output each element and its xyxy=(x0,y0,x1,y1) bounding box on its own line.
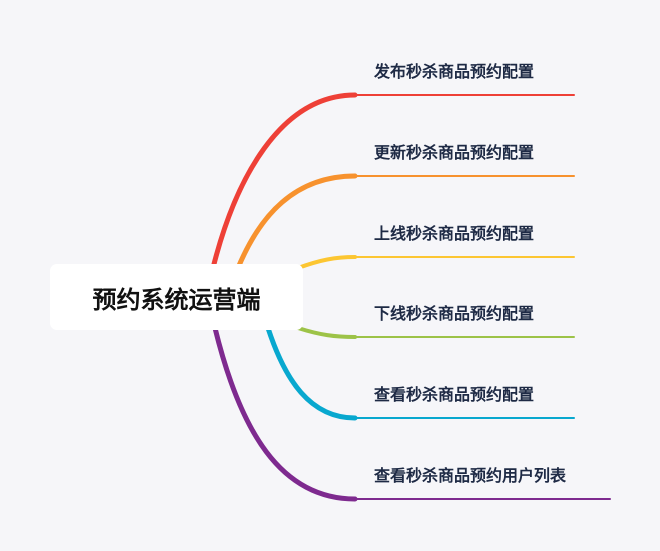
branch-node[interactable]: 查看秒杀商品预约用户列表 xyxy=(374,466,567,485)
connector-6 xyxy=(212,325,358,502)
root-label: 预约系统运营端 xyxy=(92,285,261,314)
branch-node[interactable]: 上线秒杀商品预约配置 xyxy=(374,224,535,243)
connector-5 xyxy=(265,325,358,421)
branch-node[interactable]: 下线秒杀商品预约配置 xyxy=(374,304,535,323)
connector-2 xyxy=(235,173,358,271)
root-node[interactable]: 预约系统运营端 xyxy=(50,264,303,330)
connector-4 xyxy=(296,326,357,339)
connector-1 xyxy=(210,92,358,271)
connector-3 xyxy=(296,255,357,270)
branch-node[interactable]: 发布秒杀商品预约配置 xyxy=(374,62,535,81)
branch-node[interactable]: 查看秒杀商品预约配置 xyxy=(374,385,535,404)
branch-node[interactable]: 更新秒杀商品预约配置 xyxy=(374,143,535,162)
